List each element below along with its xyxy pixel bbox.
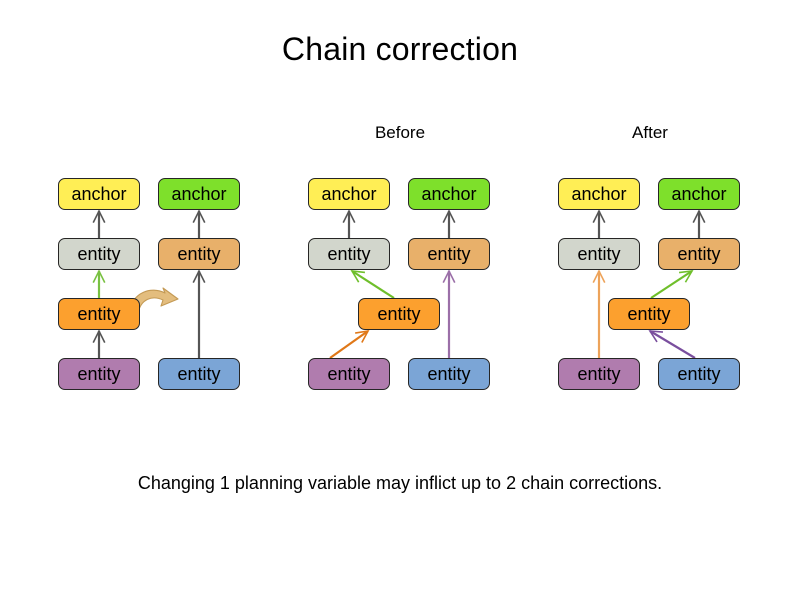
drag-arrow — [128, 287, 179, 314]
wire-green-moving-to-grey-entity — [350, 270, 395, 299]
wire-grey-left-entity-to-anchor — [592, 209, 606, 238]
before-entity-left-lower[interactable]: entity — [308, 358, 390, 390]
before-anchor-left[interactable]: anchor — [308, 178, 390, 210]
before-entity-right-lower[interactable]: entity — [408, 358, 490, 390]
panel-label-before: Before — [374, 123, 426, 142]
edges-panel-after — [592, 209, 706, 359]
wire-grey-left-entity-to-anchor — [342, 209, 356, 238]
wire-violet-blue-to-moving — [648, 330, 696, 359]
after-anchor-right[interactable]: anchor — [658, 178, 740, 210]
panel-label-after: After — [632, 123, 668, 142]
wire-grey-right-entity-to-anchor — [192, 209, 206, 238]
drag-entity-right-lower[interactable]: entity — [158, 358, 240, 390]
wire-grey-purple-to-moving — [92, 329, 106, 358]
wire-orange-purple-to-grey-entity — [592, 269, 606, 358]
edges-panel-drag — [92, 209, 206, 358]
drag-entity-right-upper[interactable]: entity — [158, 238, 240, 270]
wire-grey-right-entity-to-anchor — [442, 209, 456, 238]
after-entity-right-lower[interactable]: entity — [658, 358, 740, 390]
after-entity-left-upper[interactable]: entity — [558, 238, 640, 270]
wire-grey-left-entity-to-anchor — [92, 209, 106, 238]
wire-orange-purple-to-moving — [329, 329, 370, 359]
page-title: Chain correction — [281, 31, 519, 67]
edges-panel-before — [329, 209, 456, 359]
wire-grey-right-entity-to-anchor — [692, 209, 706, 238]
after-anchor-left[interactable]: anchor — [558, 178, 640, 210]
before-entity-left-upper[interactable]: entity — [308, 238, 390, 270]
before-anchor-right[interactable]: anchor — [408, 178, 490, 210]
drag-entity-left-upper[interactable]: entity — [58, 238, 140, 270]
after-entity-left-lower[interactable]: entity — [558, 358, 640, 390]
wire-grey-right-lower-to-upper — [192, 269, 206, 358]
after-entity-right-upper[interactable]: entity — [658, 238, 740, 270]
after-entity-moving[interactable]: entity — [608, 298, 690, 330]
before-entity-right-upper[interactable]: entity — [408, 238, 490, 270]
wire-purple-blue-to-tan-entity — [442, 269, 456, 358]
drag-entity-moving[interactable]: entity — [58, 298, 140, 330]
drag-anchor-right[interactable]: anchor — [158, 178, 240, 210]
wire-green-moving-to-grey-entity — [92, 269, 106, 298]
wire-green-moving-to-tan-entity — [650, 270, 694, 299]
drag-anchor-left[interactable]: anchor — [58, 178, 140, 210]
caption-text: Changing 1 planning variable may inflict… — [137, 473, 663, 493]
drag-entity-left-lower[interactable]: entity — [58, 358, 140, 390]
before-entity-moving[interactable]: entity — [358, 298, 440, 330]
